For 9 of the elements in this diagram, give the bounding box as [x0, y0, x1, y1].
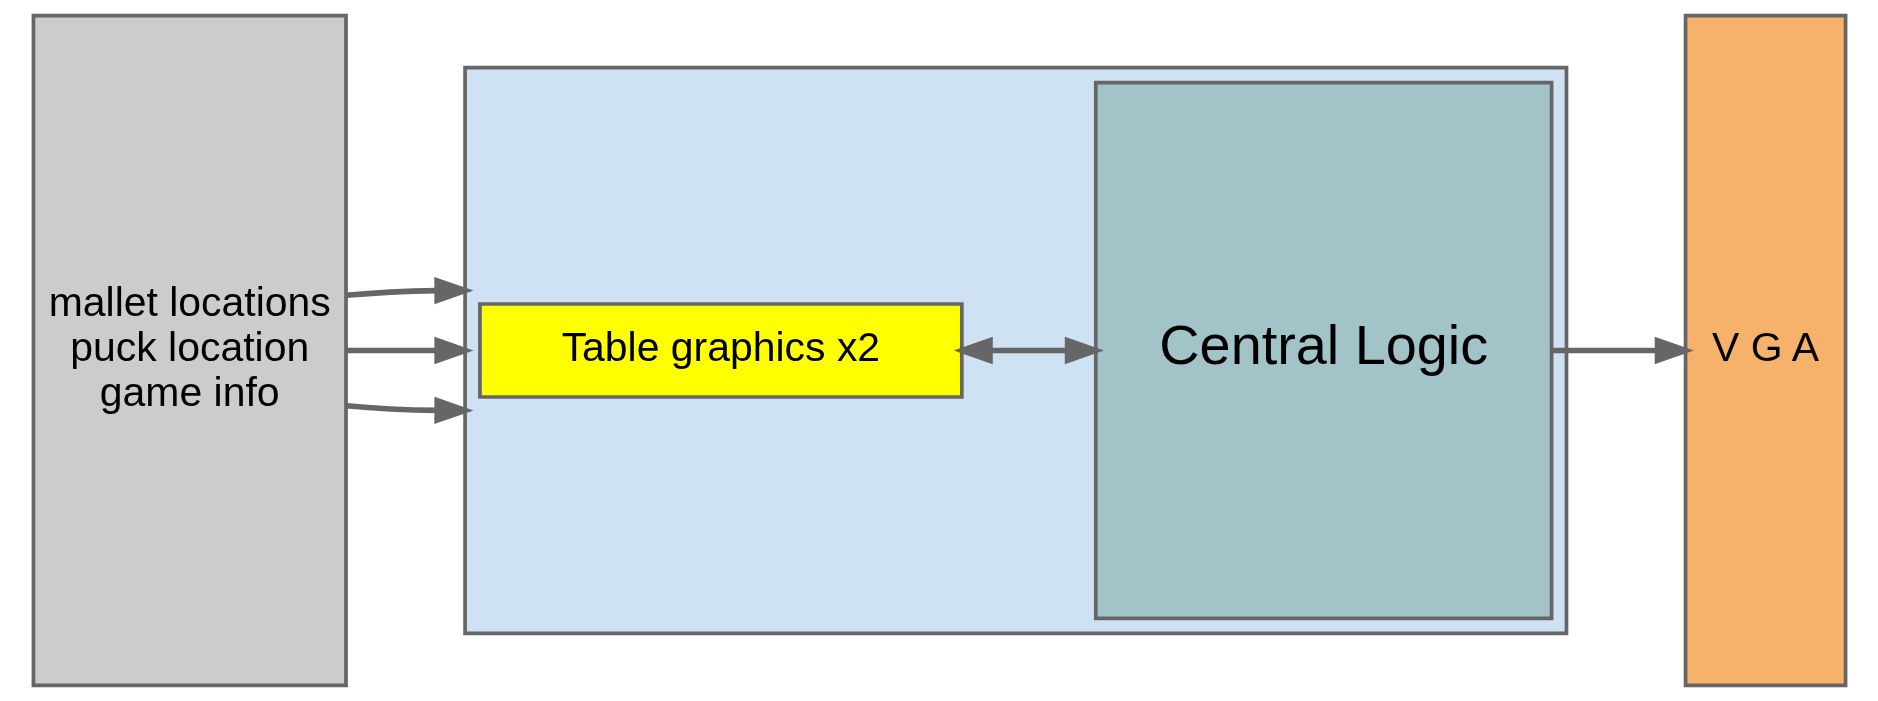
node-box: mallet locations puck location game info — [31, 13, 348, 688]
arrow — [345, 276, 474, 305]
node-box: Central Logic — [1093, 80, 1553, 621]
node-box: Table graphics x2 — [477, 302, 964, 399]
node-box: V G A — [1683, 13, 1847, 688]
cluster — [462, 65, 1568, 636]
arrow — [345, 396, 474, 425]
arrow — [1551, 336, 1694, 365]
arrow — [953, 336, 1104, 365]
